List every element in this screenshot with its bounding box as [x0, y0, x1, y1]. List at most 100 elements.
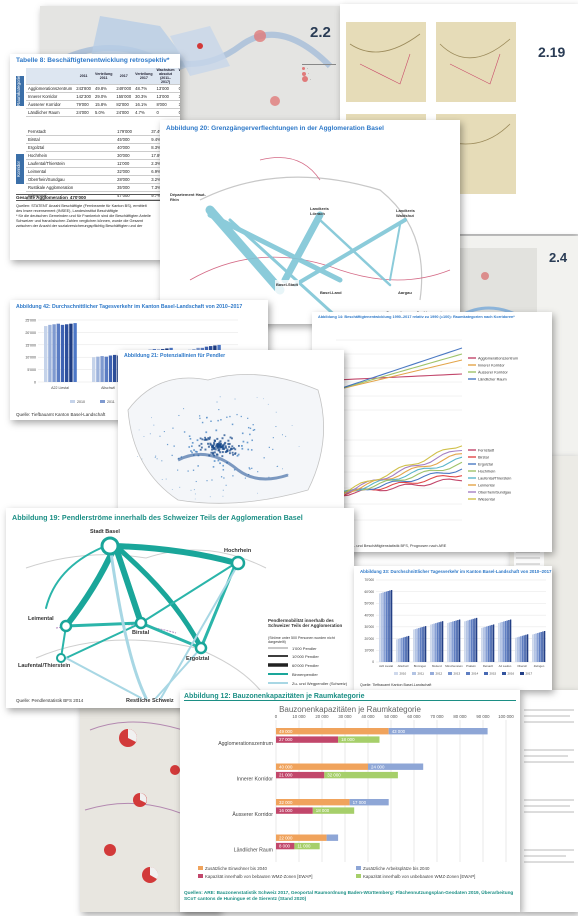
page-number: 2.19: [538, 44, 566, 60]
label-haut-rhin: Département Haut-Rhin: [170, 192, 206, 202]
density-cell: [207, 442, 210, 445]
node-stadt-basel: Stadt Basel: [90, 529, 120, 535]
commuter-flow-map: [25, 536, 288, 700]
bar: [475, 617, 478, 662]
legend-label: 2013: [454, 672, 461, 676]
figure-source: Quelle: Bevölkerungs- und Beschäftigtens…: [318, 544, 447, 548]
density-cell: [244, 477, 246, 479]
density-cell: [237, 445, 240, 447]
density-cell: [153, 424, 155, 426]
density-cell: [219, 451, 222, 454]
density-cell: [208, 438, 211, 441]
bar-segment: [276, 736, 339, 743]
density-cell: [163, 431, 165, 433]
density-cell: [194, 493, 196, 495]
density-cell: [179, 486, 181, 488]
table-cell: 179'000: [115, 128, 150, 136]
table-cell: Birstal: [26, 135, 116, 144]
legend-swatch: [198, 874, 203, 878]
density-cell: [231, 423, 234, 426]
page-number: 2.4: [549, 250, 568, 265]
bar-segment: [368, 763, 424, 770]
bar: [390, 590, 393, 662]
density-cell: [222, 447, 226, 451]
x-tick-label: 40 000: [361, 714, 375, 719]
density-cell: [223, 443, 226, 446]
density-cell: [241, 432, 244, 435]
density-cell: [231, 451, 234, 454]
density-cell: [149, 433, 151, 435]
table-cell: 82'000: [114, 100, 134, 109]
legend-label: Äusserer Korridor: [478, 371, 508, 375]
bar: [404, 636, 406, 662]
bar-segment: [276, 807, 313, 814]
series-line: [335, 445, 463, 497]
bar: [424, 626, 427, 662]
legend-label: Fernstadt: [478, 449, 495, 453]
bar: [438, 622, 440, 662]
density-cell: [172, 427, 174, 429]
bar: [464, 621, 466, 662]
density-cell: [285, 435, 287, 437]
density-cell: [191, 451, 193, 454]
density-cell: [251, 467, 253, 469]
total-label: Gesamte Agglomeration: [16, 195, 68, 200]
data-label: 24 000: [371, 764, 385, 769]
table-cell: Leimental: [26, 167, 116, 176]
node-birstal: Birstal: [132, 630, 150, 636]
x-tick-label: Allschwil: [398, 664, 409, 668]
node-restliche-schweiz: Restliche Schweiz: [126, 698, 174, 704]
density-cell: [228, 445, 231, 448]
density-cell: [222, 446, 225, 449]
series-line: [335, 449, 463, 495]
table-cell: 79'000: [74, 100, 94, 109]
density-cell: [212, 452, 215, 455]
table-cell: 24'000: [74, 108, 94, 117]
data-label: 16 000: [279, 808, 293, 813]
density-cell: [277, 465, 279, 467]
text-lines: [520, 690, 578, 912]
density-cell: [222, 489, 224, 491]
bar: [104, 356, 108, 382]
x-tick-label: 70 000: [430, 714, 444, 719]
density-cell: [221, 455, 224, 458]
density-cell: [194, 450, 197, 453]
legend-subtitle: (Ströme unter 500 Personen wurden nicht …: [268, 636, 335, 644]
density-cell: [211, 479, 213, 481]
density-cell: [220, 445, 223, 448]
bar: [535, 633, 537, 662]
series-line: [335, 456, 463, 495]
legend-swatch: [100, 400, 105, 403]
table-header-cell: 2017: [114, 68, 134, 85]
density-cell: [247, 426, 250, 429]
density-cell: [206, 480, 208, 482]
series-line: [335, 353, 463, 391]
table-cell: 49.8%: [93, 84, 115, 93]
bar: [65, 324, 69, 382]
legend-label: Laufental/Thierstein: [478, 477, 511, 481]
y-tick-label: 25'000: [25, 319, 36, 323]
density-cell: [205, 431, 208, 434]
table-total-row: Gesamte Agglomeration 470'000: [16, 194, 176, 201]
density-cell: [282, 468, 284, 470]
figure-12-sheet: Abbildung 12: Bauzonenkapazitäten je Rau…: [180, 690, 520, 912]
y-tick-label: 50'000: [365, 602, 375, 606]
table-cell: 0: [154, 108, 177, 117]
density-cell: [213, 460, 216, 462]
legend-label: Kapazität innerhalb von unbebauten WMZ-Z…: [363, 874, 475, 879]
table-cell: 13'000: [154, 84, 177, 93]
legend-swatch: [412, 672, 416, 675]
total-value: 470'000: [69, 195, 86, 200]
x-tick-label: A22 Liestal: [379, 664, 393, 668]
bar: [520, 636, 522, 662]
density-cell: [190, 450, 192, 452]
density-cell: [141, 458, 143, 460]
density-cell: [225, 484, 227, 486]
density-cell: [216, 446, 219, 449]
series-line: [335, 373, 463, 381]
legend-label: Agglomerationszentrum: [478, 357, 518, 361]
legend-label: Ergolztal: [478, 463, 493, 467]
